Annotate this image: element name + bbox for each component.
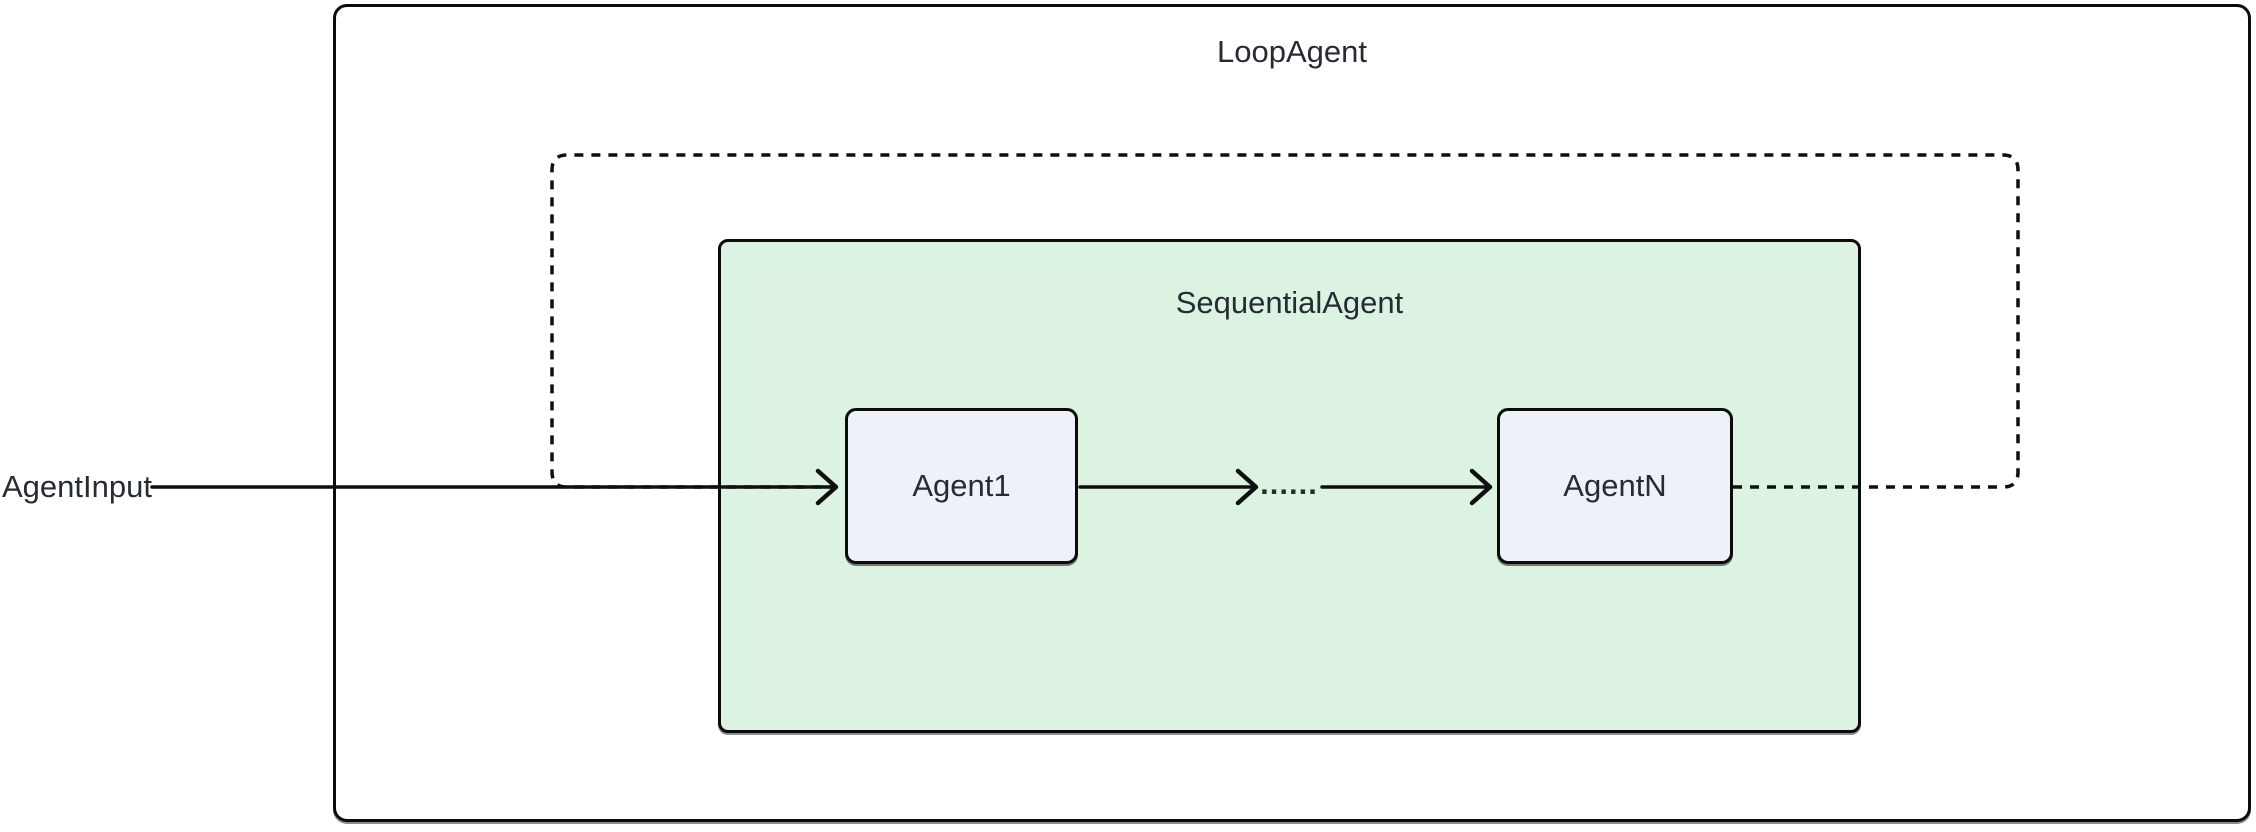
node-agentn-label: AgentN: [1563, 468, 1667, 503]
agent-input-label: AgentInput: [2, 469, 152, 504]
loop-agent-label: LoopAgent: [1217, 34, 1367, 69]
node-agent1: Agent1: [845, 408, 1078, 564]
sequential-agent-label: SequentialAgent: [1175, 285, 1404, 320]
node-agentn: AgentN: [1497, 408, 1733, 564]
node-agent1-label: Agent1: [912, 468, 1011, 503]
ellipsis-label: ......: [1260, 466, 1318, 501]
